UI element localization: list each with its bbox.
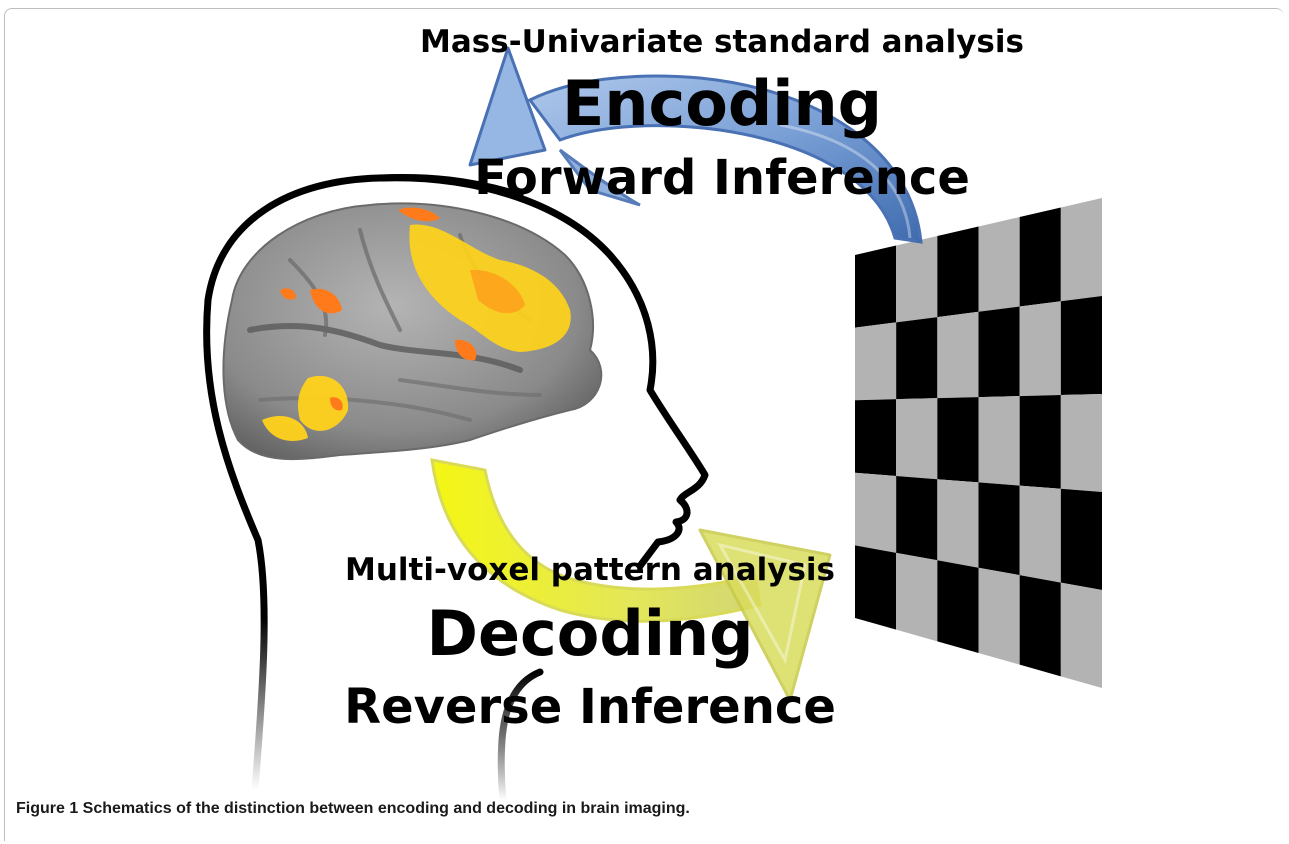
head-top-contour xyxy=(376,174,709,570)
checker-cell xyxy=(896,552,938,642)
checker-cell xyxy=(937,479,979,568)
checker-cell xyxy=(937,397,979,483)
checker-cell xyxy=(1060,296,1102,396)
checker-cell xyxy=(1060,488,1102,590)
checker-cell xyxy=(855,399,897,476)
checker-cell xyxy=(855,245,897,328)
figure-frame xyxy=(4,8,1284,841)
decoding-title: Decoding xyxy=(426,597,754,670)
checker-cell xyxy=(1019,575,1061,677)
head-outline xyxy=(203,174,709,804)
checker-cell xyxy=(1060,394,1102,492)
decoding-arrow xyxy=(430,458,832,702)
figure-caption: Figure 1 Schematics of the distinction b… xyxy=(16,800,1276,818)
checker-cell xyxy=(1019,485,1061,583)
checker-cell xyxy=(937,560,979,653)
checker-cell xyxy=(978,396,1020,486)
encoding-arrow xyxy=(468,46,923,244)
checker-cell xyxy=(896,317,938,400)
encoding-title: Encoding xyxy=(562,67,882,140)
checkerboard-stimulus xyxy=(855,198,1102,688)
checker-cell xyxy=(896,398,938,480)
caption-text: Schematics of the distinction between en… xyxy=(78,800,690,817)
checker-cell xyxy=(855,545,897,630)
decoding-inference: Reverse Inference xyxy=(344,679,836,735)
checker-cell xyxy=(1019,207,1061,307)
checker-cell xyxy=(978,217,1020,312)
checker-cell xyxy=(896,236,938,323)
checker-cell xyxy=(855,322,897,401)
brain-surface xyxy=(222,202,603,461)
brain-activations xyxy=(262,207,571,441)
decoding-subtitle: Multi-voxel pattern analysis xyxy=(345,552,835,588)
checker-cell xyxy=(937,311,979,399)
neck-front-contour xyxy=(497,668,544,804)
encoding-subtitle: Mass-Univariate standard analysis xyxy=(420,24,1024,60)
encoding-inference: Forward Inference xyxy=(474,150,970,206)
caption-label: Figure 1 xyxy=(16,800,79,817)
checker-cell xyxy=(855,472,897,553)
checker-cell xyxy=(978,567,1020,665)
checker-cell xyxy=(1019,395,1061,489)
checker-cell xyxy=(937,226,979,318)
checker-cell xyxy=(1060,198,1102,302)
checker-cell xyxy=(896,476,938,561)
checker-cell xyxy=(1019,301,1061,397)
checker-cell xyxy=(978,482,1020,576)
checker-cell xyxy=(1060,582,1102,688)
checker-cell xyxy=(978,306,1020,398)
